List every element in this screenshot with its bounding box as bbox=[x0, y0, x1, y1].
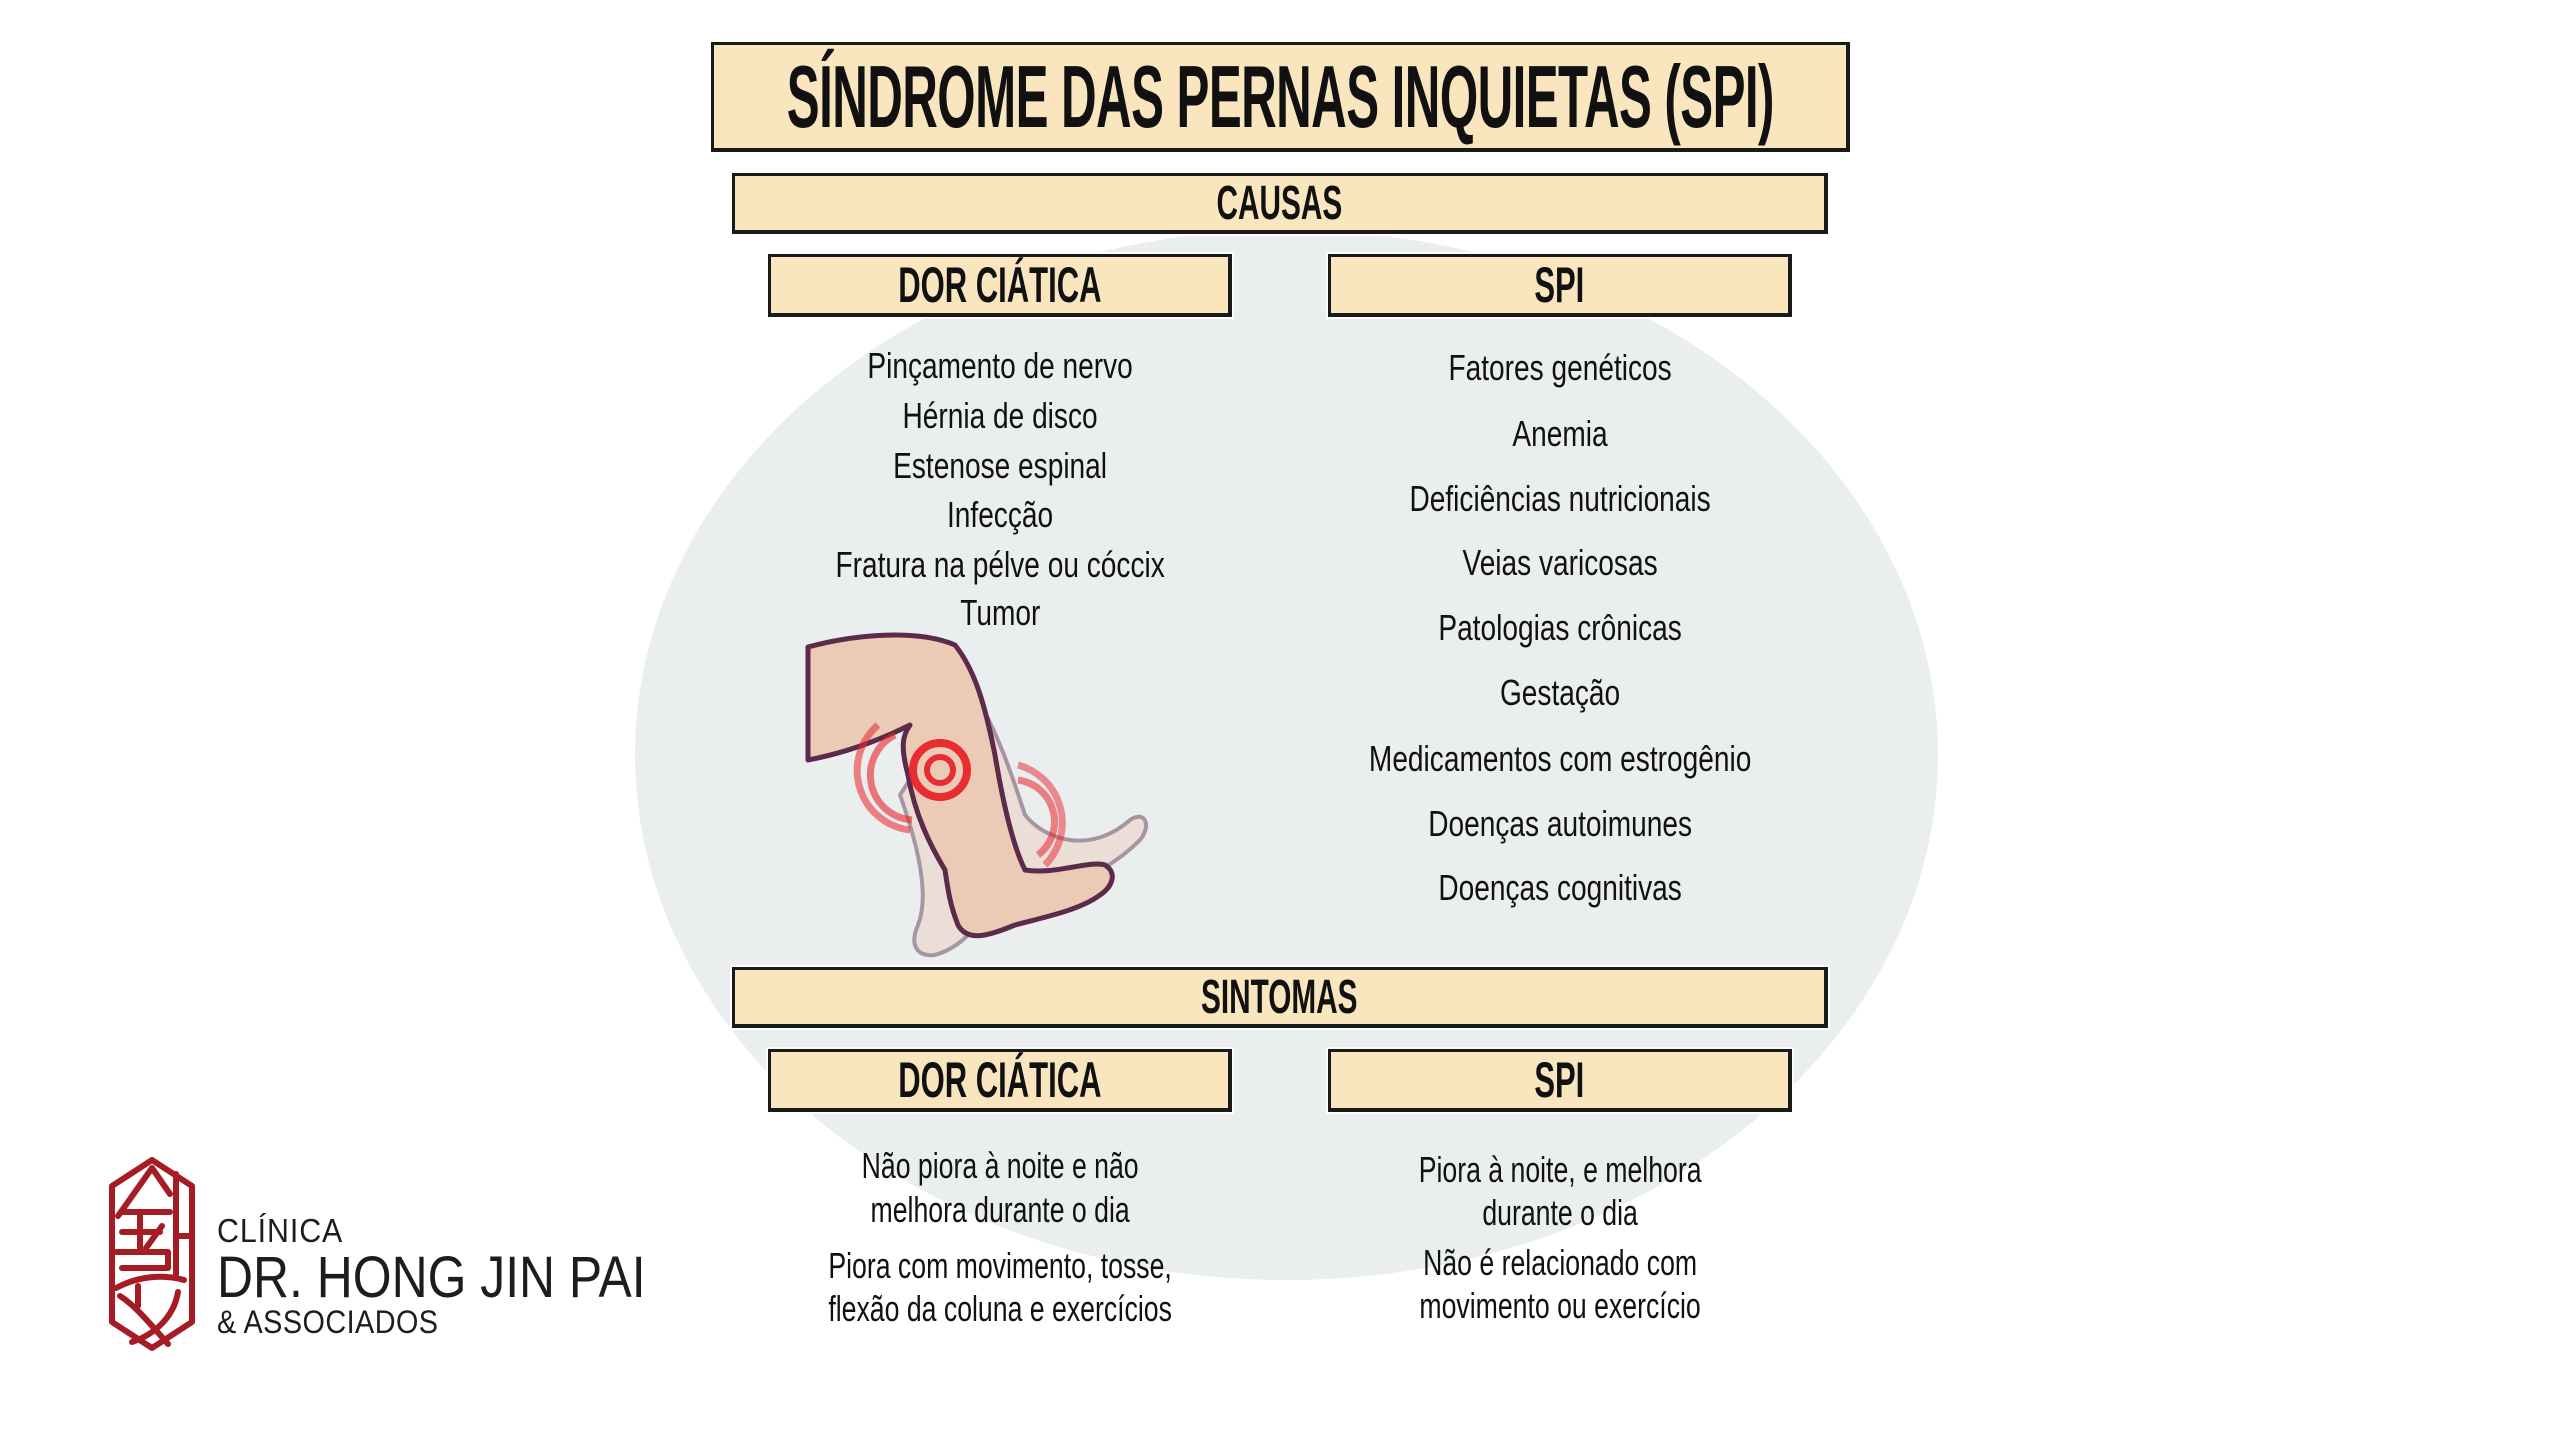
list-item: Patologias crônicas bbox=[1438, 607, 1682, 648]
symptoms-sciatica-heading: DOR CIÁTICA bbox=[897, 1052, 1102, 1108]
page-title: SÍNDROME DAS PERNAS INQUIETAS (SPI) bbox=[786, 46, 1774, 146]
symptoms-sciatica-header: DOR CIÁTICA bbox=[768, 1049, 1232, 1112]
text-line: durante o dia bbox=[1482, 1192, 1638, 1233]
causes-rls-heading: SPI bbox=[1534, 257, 1585, 313]
list-item: Tumor bbox=[959, 592, 1041, 633]
list-item: Infecção bbox=[946, 494, 1054, 535]
list-item: Estenose espinal bbox=[893, 445, 1107, 486]
text-line: Piora com movimento, tosse, bbox=[828, 1245, 1172, 1286]
text-line: flexão da coluna e exercícios bbox=[828, 1288, 1172, 1329]
text-line: movimento ou exercício bbox=[1419, 1285, 1701, 1326]
symptoms-rls-heading: SPI bbox=[1534, 1052, 1585, 1108]
list-item: Doenças autoimunes bbox=[1428, 803, 1692, 844]
logo-line-1: CLÍNICA bbox=[217, 1212, 344, 1249]
page-title-box: SÍNDROME DAS PERNAS INQUIETAS (SPI) bbox=[711, 42, 1850, 152]
clinic-seal-icon bbox=[108, 1156, 196, 1352]
text-line: melhora durante o dia bbox=[870, 1189, 1130, 1230]
symptoms-rls-header: SPI bbox=[1328, 1049, 1792, 1112]
causes-heading: CAUSAS bbox=[1216, 176, 1343, 230]
causes-rls-header: SPI bbox=[1328, 254, 1792, 317]
list-item: Veias varicosas bbox=[1462, 542, 1658, 583]
list-item: Fratura na pélve ou cóccix bbox=[835, 544, 1165, 585]
list-item: Pinçamento de nervo bbox=[867, 345, 1133, 386]
symptoms-header: SINTOMAS bbox=[732, 967, 1828, 1028]
list-item: Doenças cognitivas bbox=[1438, 867, 1682, 908]
list-item: Deficiências nutricionais bbox=[1409, 478, 1711, 519]
list-item: Gestação bbox=[1499, 672, 1621, 713]
causes-sciatica-header: DOR CIÁTICA bbox=[768, 254, 1232, 317]
list-item: Medicamentos com estrogênio bbox=[1368, 738, 1752, 779]
text-line: Não piora à noite e não bbox=[861, 1145, 1139, 1186]
logo-line-2: DR. HONG JIN PAI bbox=[217, 1245, 646, 1310]
logo-line-3: & ASSOCIADOS bbox=[217, 1304, 439, 1340]
leg-pain-icon bbox=[800, 625, 1180, 965]
list-item: Hérnia de disco bbox=[902, 395, 1098, 436]
list-item: Fatores genéticos bbox=[1448, 347, 1672, 388]
causes-sciatica-heading: DOR CIÁTICA bbox=[897, 257, 1102, 313]
symptoms-heading: SINTOMAS bbox=[1201, 970, 1358, 1024]
text-line: Piora à noite, e melhora bbox=[1418, 1149, 1702, 1190]
causes-header: CAUSAS bbox=[732, 173, 1828, 234]
list-item: Anemia bbox=[1512, 413, 1608, 454]
text-line: Não é relacionado com bbox=[1423, 1242, 1697, 1283]
